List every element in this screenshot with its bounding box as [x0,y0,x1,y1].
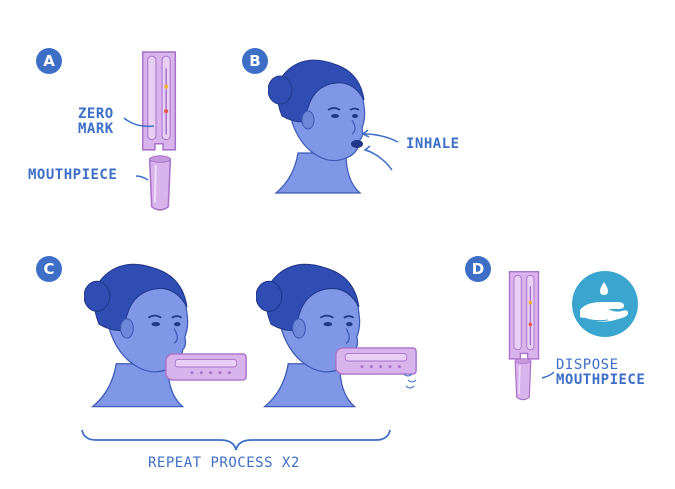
exhale-lines [403,373,417,389]
zero-mark-line2: MARK [78,121,114,137]
panel-d [508,270,638,401]
step-c-badge: C [36,256,62,282]
inhale-label: INHALE [406,136,460,152]
mouthpiece-device [148,155,172,211]
repeat-brace [81,429,391,451]
head-inhaling [268,59,366,194]
mouthpiece-pointer [135,175,149,181]
zero-mark-pointer [123,117,155,128]
inhale-arrow-top [363,133,399,143]
peak-flow-meter-horizontal-1 [165,353,247,381]
step-d-badge: D [465,256,491,282]
peak-flow-meter-horizontal-2 [335,347,417,375]
panel-b [268,59,399,194]
mouthpiece-discarded [514,358,532,401]
zero-mark-line1: ZERO [78,106,114,122]
repeat-process-label: REPEAT PROCESS X2 [148,455,300,471]
step-a-badge: A [36,48,62,74]
head-blowing-2 [256,263,361,408]
head-blowing-1 [84,263,189,408]
hand-washing-icon [572,271,638,337]
dispose-pointer [541,371,555,379]
mouthpiece-label: MOUTHPIECE [28,167,118,183]
panel-c [81,263,417,451]
open-mouth [351,140,363,148]
dispose-line2: MOUTHPIECE [556,372,646,388]
step-b-badge: B [242,48,268,74]
panel-a [123,51,177,211]
water-drop-icon [600,282,608,295]
dispose-line1: DISPOSE [556,357,619,373]
zero-mark-label: ZERO MARK [78,107,114,137]
dispose-mouthpiece-label: DISPOSE MOUTHPIECE [556,358,645,388]
peak-flow-meter-device [141,51,177,151]
peak-flow-meter-device-d [508,270,540,360]
inhale-arrow-bottom [365,149,393,171]
